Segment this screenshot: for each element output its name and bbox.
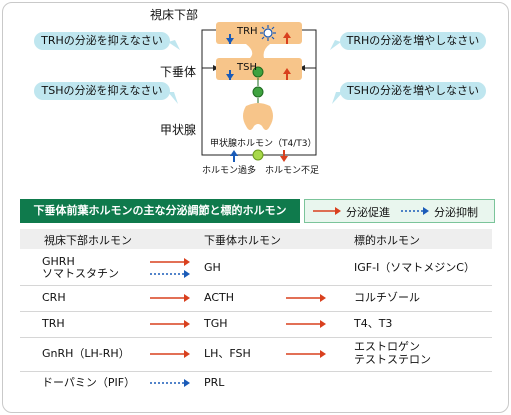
pit-hormone: TGH (204, 317, 228, 330)
tsh-molecule-2 (252, 86, 264, 98)
row-arrows (150, 258, 190, 278)
table-row: GHRH ソマトスタチン GH IGF-I（ソマトメジンC） (20, 250, 492, 286)
diagram-graphics (168, 22, 343, 162)
legend-graphics (313, 207, 429, 215)
target-hormone: エストロゲン (354, 340, 420, 353)
gland-signal-icon (260, 25, 276, 41)
tsh-increase-bubble: TSHの分泌を増やしなさい (340, 82, 486, 100)
thyroid-shape (243, 103, 273, 130)
table-row: TRH TGH T4、T3 (20, 311, 492, 338)
trh-increase-bubble: TRHの分泌を増やしなさい (340, 32, 486, 50)
table-header: 視床下部ホルモン 下垂体ホルモン 標的ホルモン (20, 229, 492, 249)
row-arrows (150, 320, 326, 328)
row-arrows (150, 294, 326, 302)
thyroid-label: 甲状腺 (160, 123, 197, 137)
tsh-label: TSH (237, 62, 257, 73)
feedback-line-right (258, 29, 317, 156)
target-hormone: IGF-I（ソマトメジンC） (354, 261, 475, 274)
table-row: GnRH（LH-RH） LH、FSH エストロゲン テストステロン (20, 337, 492, 372)
hormone-molecule (252, 149, 264, 161)
pituitary-stalk (246, 44, 270, 58)
feedback-diagram: 視床下部 下垂体 甲状腺 TRH TSH TRHの分泌を抑えなさい TRHの分泌… (0, 0, 511, 178)
pit-hormone: GH (204, 261, 221, 274)
tsh-molecule (252, 66, 264, 78)
table-title: 下垂体前葉ホルモンの主な分泌調節と標的ホルモン (20, 199, 300, 223)
col-hypothalamic: 視床下部ホルモン (44, 234, 132, 247)
target-hormone-2: テストステロン (354, 353, 431, 366)
thyroid-hormone-label: 甲状腺ホルモン（T4/T3） (210, 139, 317, 149)
col-target: 標的ホルモン (354, 234, 420, 247)
row-arrows (150, 350, 326, 358)
col-pituitary: 下垂体ホルモン (204, 234, 281, 247)
hyp-hormone-2: ソマトスタチン (42, 267, 119, 280)
pituitary-label: 下垂体 (160, 65, 197, 79)
hypothalamus-box (216, 22, 302, 44)
legend: 分泌促進 分泌抑制 (304, 199, 495, 223)
table-row: CRH ACTH コルチゾール (20, 285, 492, 312)
pit-hormone: LH、FSH (204, 347, 251, 360)
trh-suppress-bubble: TRHの分泌を抑えなさい (34, 32, 170, 50)
table-row: ドーパミン（PIF） PRL (20, 371, 492, 397)
hormone-deficit-label: ホルモン不足 (265, 166, 320, 176)
pit-hormone: ACTH (204, 291, 235, 304)
hormone-excess-label: ホルモン過多 (202, 166, 257, 176)
target-hormone: T4、T3 (354, 317, 393, 330)
row-arrows (150, 379, 190, 387)
hypothalamus-label: 視床下部 (150, 8, 199, 22)
bubble-tail (168, 40, 180, 50)
hyp-hormone: GHRH (42, 255, 75, 268)
feedback-line-left (201, 29, 258, 156)
target-hormone: コルチゾール (354, 291, 420, 304)
promote-legend-label: 分泌促進 (346, 206, 390, 219)
hyp-hormone: GnRH（LH-RH） (42, 347, 130, 360)
hyp-hormone: TRH (42, 317, 65, 330)
tsh-suppress-bubble: TSHの分泌を抑えなさい (34, 82, 170, 100)
hyp-hormone: CRH (42, 291, 66, 304)
hyp-hormone: ドーパミン（PIF） (42, 376, 136, 389)
trh-label: TRH (237, 26, 258, 37)
pit-hormone: PRL (204, 376, 225, 389)
inhibit-legend-label: 分泌抑制 (434, 206, 478, 219)
